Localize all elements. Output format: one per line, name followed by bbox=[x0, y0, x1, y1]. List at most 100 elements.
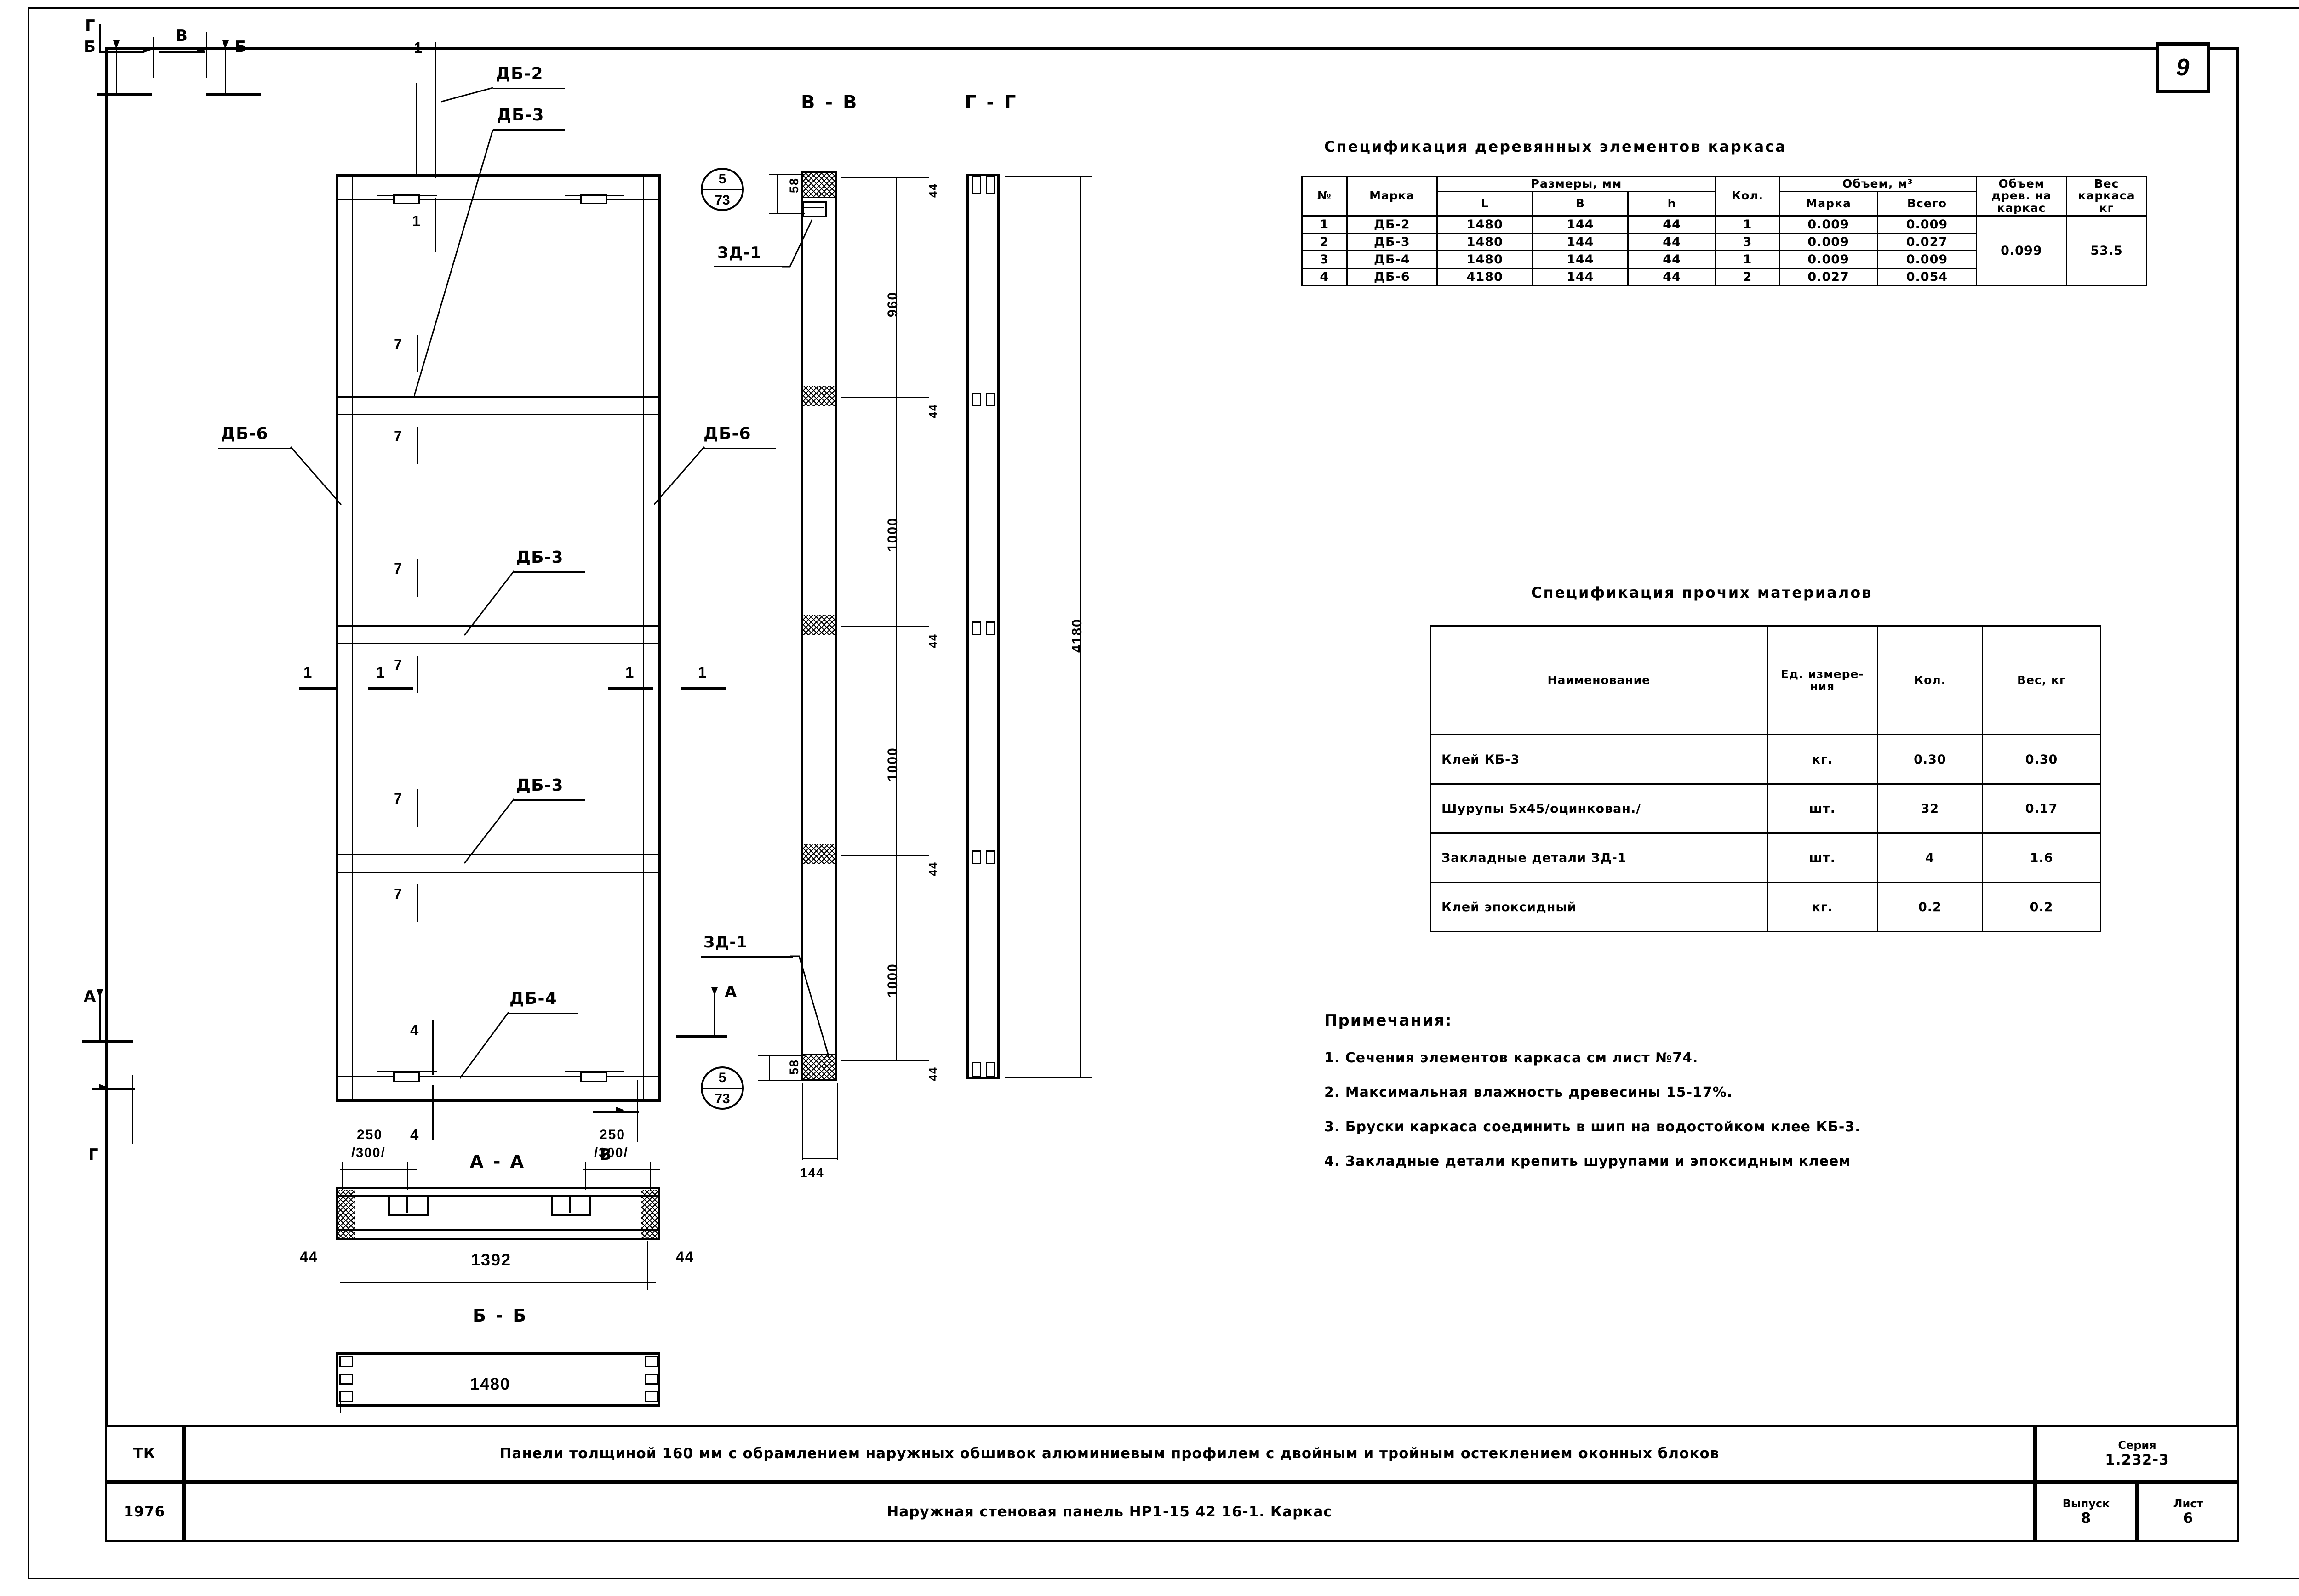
position-leader-1b-top-left bbox=[416, 83, 417, 175]
section-aa-embed-left-mid bbox=[406, 1195, 408, 1213]
cell-material-weight: 0.17 bbox=[1982, 783, 2101, 834]
part-leader-db3-mid-horz bbox=[513, 571, 585, 573]
position-leader-7-f bbox=[417, 884, 418, 922]
title-block-sheet-label: Лист bbox=[2173, 1497, 2203, 1510]
position-underline-1-mid-c bbox=[608, 687, 653, 690]
cell-material-name: Закладные детали ЗД-1 bbox=[1430, 832, 1768, 883]
dim-1480: 1480 bbox=[470, 1374, 511, 1393]
dim-1392-line bbox=[340, 1282, 656, 1283]
note-item-1: 1. Сечения элементов каркаса см лист №74… bbox=[1324, 1050, 1699, 1066]
notes-title: Примечания: bbox=[1324, 1011, 1453, 1030]
cell-material-name: Клей КБ-3 bbox=[1430, 734, 1768, 785]
cell-material-qty: 32 bbox=[1876, 783, 1984, 834]
page-number-box: 9 bbox=[2156, 42, 2210, 93]
section-line-B2-vert bbox=[225, 40, 226, 95]
section-vv-top-hatch-base bbox=[802, 197, 837, 198]
position-underline-1-mid-b bbox=[368, 687, 413, 690]
detail-callout-top: 5 73 bbox=[701, 168, 744, 211]
part-leader-db6-left-slant bbox=[290, 446, 342, 505]
position-mark-7-e: 7 bbox=[394, 790, 403, 807]
table-row: Клей КБ-3 кг. 0.30 0.30 bbox=[1430, 734, 2101, 785]
cell-qty: 1 bbox=[1715, 250, 1780, 269]
cell-material-name: Клей эпоксидный bbox=[1430, 882, 1768, 932]
page-number: 9 bbox=[2176, 54, 2190, 81]
elevation-bottom-rail-outer bbox=[336, 1099, 661, 1102]
dim-aa-300-left: /300/ bbox=[351, 1146, 386, 1160]
cell-qty: 2 bbox=[1715, 267, 1780, 286]
table-row: Клей эпоксидный кг. 0.2 0.2 bbox=[1430, 882, 2101, 932]
embed-plate-bottom-left-leader bbox=[377, 1071, 437, 1072]
position-leader-4-lower bbox=[432, 1085, 434, 1140]
dim-44-b: 44 bbox=[927, 404, 940, 418]
dim-4180-line bbox=[1080, 176, 1081, 1077]
dim-chain-ext-0 bbox=[841, 177, 929, 178]
title-block-issue-cell: Выпуск 8 bbox=[2035, 1482, 2137, 1542]
embed-plate-bottom-left bbox=[393, 1072, 420, 1082]
section-aa-embed-right-mid bbox=[569, 1195, 571, 1213]
embed-plate-top-left bbox=[393, 194, 420, 204]
dim-chain-1000-b: 1000 bbox=[885, 747, 900, 781]
dim-aa-right-line bbox=[583, 1169, 660, 1170]
th-material-weight: Вес, кг bbox=[1982, 625, 2101, 735]
cell-material-weight: 0.30 bbox=[1982, 734, 2101, 785]
th-volume: Объем, м³ bbox=[1778, 175, 1977, 193]
th-volume-frame: Объем древ. на каркас bbox=[1975, 176, 2068, 217]
section-line-G-top-vert bbox=[99, 24, 101, 52]
cell-material-qty: 4 bbox=[1876, 832, 1984, 883]
cell-material-unit: кг. bbox=[1766, 882, 1878, 932]
section-arrow-V-top bbox=[197, 47, 205, 53]
cell-qty: 3 bbox=[1715, 232, 1780, 251]
section-arrow-B1 bbox=[113, 40, 120, 49]
part-leader-db3-low-slant bbox=[464, 798, 515, 864]
dim-58-bot-line bbox=[769, 1055, 770, 1081]
section-title-aa: А - А bbox=[470, 1151, 526, 1172]
table-timber-header-row-1: № Марка Размеры, мм Кол. Объем, м³ Объем… bbox=[1301, 175, 2147, 217]
part-label-db6-right: ДБ-6 bbox=[703, 424, 751, 443]
cell-b: 144 bbox=[1532, 250, 1629, 269]
position-mark-4-upper: 4 bbox=[410, 1021, 419, 1038]
label-zd1-bottom-underline bbox=[701, 956, 793, 958]
section-title-bb: Б - Б bbox=[473, 1305, 528, 1326]
cell-no: 4 bbox=[1301, 267, 1348, 286]
label-zd1-bottom: ЗД-1 bbox=[703, 933, 748, 952]
title-block-line1-cell: Панели толщиной 160 мм с обрамлением нар… bbox=[184, 1425, 2035, 1482]
label-zd1-top-leader bbox=[782, 219, 813, 268]
embed-plate-bottom-right bbox=[580, 1072, 607, 1082]
cell-material-qty: 0.30 bbox=[1876, 734, 1984, 785]
dim-58-bot-ext2 bbox=[758, 1080, 805, 1081]
part-label-db6-left: ДБ-6 bbox=[221, 424, 269, 443]
dim-aa-44-right: 44 bbox=[676, 1248, 694, 1265]
sheet-outer-trim bbox=[28, 7, 2299, 1579]
dim-144-ext-r bbox=[837, 1083, 838, 1160]
cell-vol-total: 0.027 bbox=[1877, 232, 1977, 251]
embed-plate-top-right bbox=[580, 194, 607, 204]
elevation-rail-1 bbox=[336, 396, 661, 398]
gg-slot-top-1 bbox=[972, 176, 981, 194]
dim-chain-ext-3 bbox=[841, 855, 929, 856]
dim-chain-ext-1 bbox=[841, 397, 929, 398]
cell-l: 4180 bbox=[1436, 267, 1533, 286]
position-leader-4-upper bbox=[432, 1020, 434, 1075]
section-aa-embed-right bbox=[551, 1195, 591, 1216]
note-item-4: 4. Закладные детали крепить шурупами и э… bbox=[1324, 1153, 1851, 1169]
dim-4180-ext-bot bbox=[1005, 1077, 1092, 1078]
th-sizes: Размеры, мм bbox=[1436, 175, 1716, 193]
bb-slot-r3 bbox=[645, 1391, 658, 1402]
table-row: 1 ДБ-2 1480 144 44 1 0.009 0.009 0.099 5… bbox=[1301, 215, 2147, 286]
cell-vol-mark: 0.027 bbox=[1778, 267, 1879, 286]
title-block-year: 1976 bbox=[123, 1504, 166, 1520]
title-block-issue-value: 8 bbox=[2081, 1510, 2092, 1527]
position-mark-1-mid-b: 1 bbox=[376, 664, 385, 681]
cell-material-unit: кг. bbox=[1766, 734, 1878, 785]
th-material-unit: Ед. измере- ния bbox=[1766, 625, 1878, 735]
cell-h: 44 bbox=[1627, 232, 1716, 251]
dim-44-a: 44 bbox=[927, 183, 940, 198]
section-tail-G-top bbox=[153, 37, 154, 78]
dim-chain-1000-a: 1000 bbox=[885, 517, 900, 552]
section-line-A-left-horz bbox=[82, 1040, 133, 1043]
position-mark-1-mid-a: 1 bbox=[303, 664, 313, 681]
position-mark-1-mid-c: 1 bbox=[625, 664, 635, 681]
position-leader-7-c bbox=[417, 559, 418, 597]
label-zd1-top: ЗД-1 bbox=[717, 244, 762, 262]
section-arrow-V-bot bbox=[616, 1107, 624, 1113]
